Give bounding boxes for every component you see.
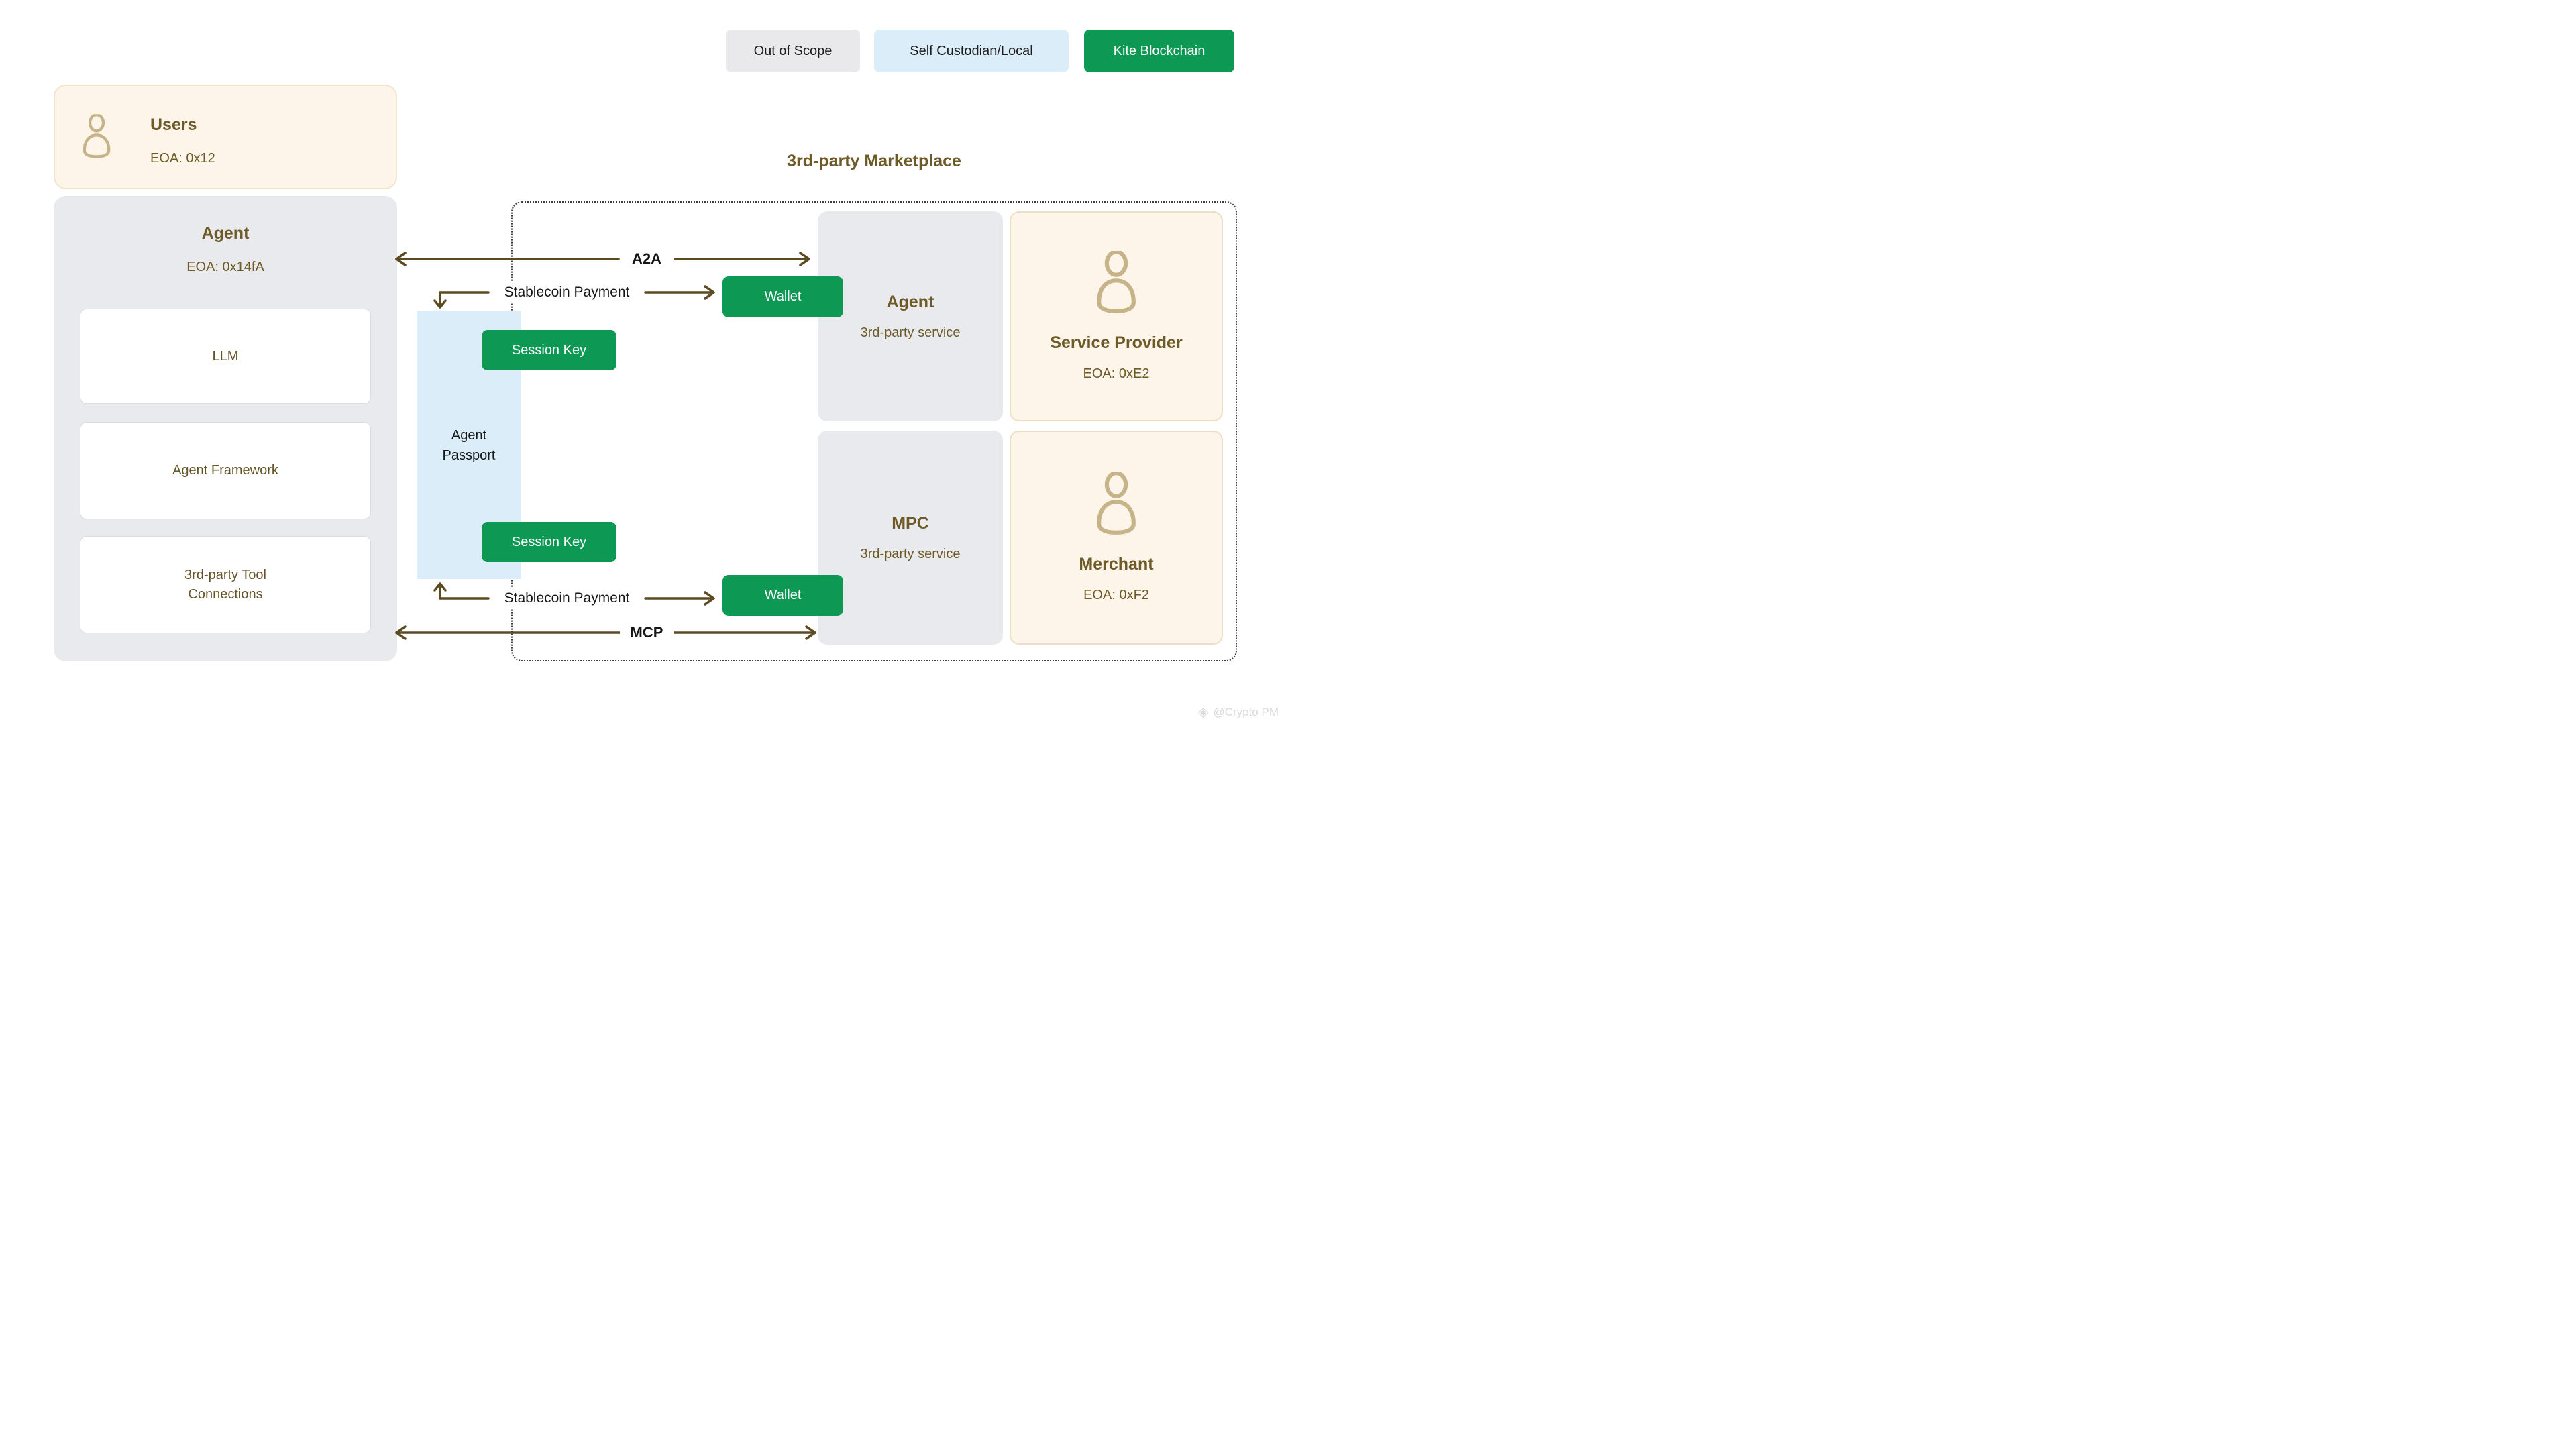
agent-title: Agent [201, 224, 250, 243]
mpc-title: MPC [892, 513, 929, 533]
watermark: ◈ @Crypto PM [1198, 704, 1279, 720]
person-icon [1091, 472, 1141, 540]
merchant-box: Merchant EOA: 0xF2 [1010, 431, 1223, 645]
agent-eoa: EOA: 0x14fA [186, 260, 264, 274]
kite-logo-icon: ◈ [1198, 705, 1209, 720]
service-provider-title: Service Provider [1050, 333, 1183, 352]
marketplace-agent-subtitle: 3rd-party service [860, 325, 961, 340]
mpc-box: MPC 3rd-party service [818, 431, 1003, 645]
wallet-top: Wallet [722, 276, 843, 317]
session-key-bottom: Session Key [482, 522, 616, 562]
component-llm: LLM [80, 309, 371, 404]
marketplace-agent-title: Agent [886, 292, 934, 311]
agent-box: Agent EOA: 0x14fA LLM Agent Framework 3r… [54, 196, 397, 661]
legend-kite-blockchain: Kite Blockchain [1084, 30, 1234, 72]
users-eoa: EOA: 0x12 [150, 151, 215, 166]
component-agent-framework: Agent Framework [80, 422, 371, 519]
a2a-label: A2A [620, 249, 674, 269]
component-tool-connections-label: 3rd-party Tool Connections [184, 567, 266, 602]
stablecoin-bottom-label: Stablecoin Payment [490, 588, 643, 608]
mcp-label: MCP [620, 623, 674, 643]
component-tool-connections: 3rd-party Tool Connections [80, 536, 371, 633]
service-provider-box: Service Provider EOA: 0xE2 [1010, 211, 1223, 421]
marketplace-agent-box: Agent 3rd-party service [818, 211, 1003, 421]
marketplace-title: 3rd-party Marketplace [787, 152, 961, 170]
users-title: Users [150, 115, 197, 134]
legend-out-of-scope: Out of Scope [726, 30, 860, 72]
users-box: Users EOA: 0x12 [54, 85, 397, 189]
diagram-canvas: Out of Scope Self Custodian/Local Kite B… [0, 0, 1288, 724]
mpc-subtitle: 3rd-party service [860, 546, 961, 561]
agent-passport-label: Agent Passport [442, 427, 496, 463]
watermark-text: @Crypto PM [1213, 705, 1279, 718]
session-key-top: Session Key [482, 330, 616, 370]
service-provider-eoa: EOA: 0xE2 [1083, 366, 1150, 381]
user-icon [79, 114, 114, 163]
person-icon [1091, 251, 1141, 319]
legend-self-custodian-local: Self Custodian/Local [874, 30, 1069, 72]
merchant-eoa: EOA: 0xF2 [1083, 588, 1149, 602]
stablecoin-top-label: Stablecoin Payment [490, 282, 643, 303]
wallet-bottom: Wallet [722, 575, 843, 616]
merchant-title: Merchant [1079, 555, 1154, 574]
